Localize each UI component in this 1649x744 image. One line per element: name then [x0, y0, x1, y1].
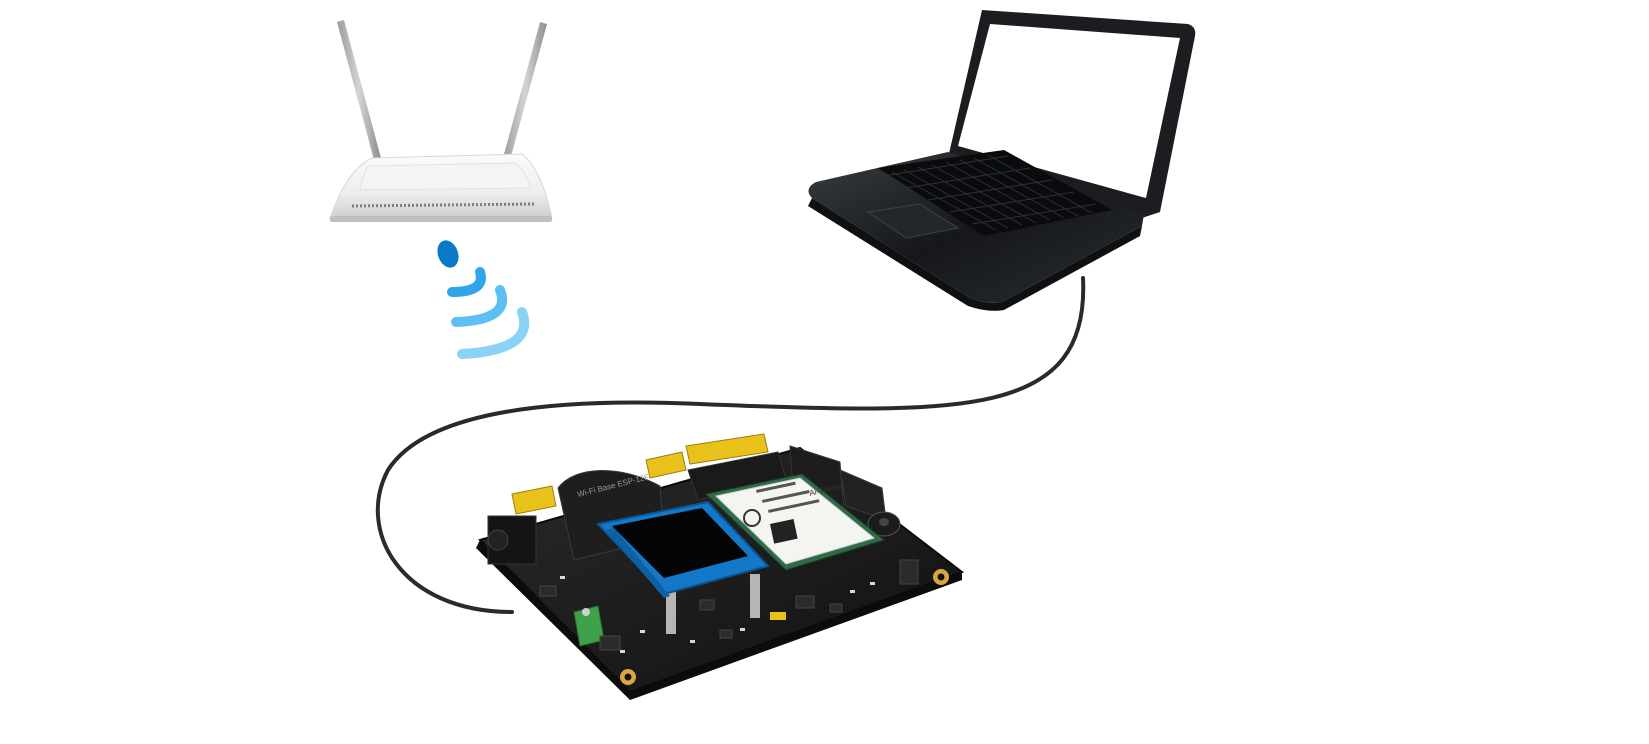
signal-dot: [437, 240, 459, 268]
power-jack: [487, 515, 537, 565]
signal-arc-3: [457, 307, 530, 359]
pin-headers: [511, 433, 769, 515]
laptop-touchpad: [866, 203, 960, 239]
laptop-keyboard-rows: [883, 154, 1097, 231]
screw-terminal: [573, 605, 605, 647]
wifi-signal-icon: [437, 240, 530, 359]
signal-arc-1: [447, 267, 486, 297]
gsm-module: Ai-Thinker: [704, 473, 886, 571]
lcd-display: [596, 500, 770, 634]
board-edge-right: [630, 572, 962, 700]
laptop-icon: [808, 10, 1196, 311]
board-edge-left: [476, 540, 630, 700]
board-components: [539, 559, 919, 651]
signal-arc-2: [451, 285, 507, 327]
laptop-screen: [958, 24, 1180, 198]
router-base: [330, 216, 552, 222]
smd-parts: [560, 576, 875, 653]
qr-code: [770, 519, 798, 544]
small-header: [770, 612, 786, 620]
circuit-board-icon: Wi-Fi Base ESP-12F Ai-Thinker: [476, 433, 965, 700]
laptop-keyboard: [878, 150, 1112, 236]
router-top-panel: [359, 162, 531, 191]
wifi-router-icon: [329, 20, 553, 222]
router-antenna-left: [337, 20, 381, 160]
usb-cable-icon: [375, 276, 1086, 614]
router-antenna-right: [503, 22, 547, 160]
